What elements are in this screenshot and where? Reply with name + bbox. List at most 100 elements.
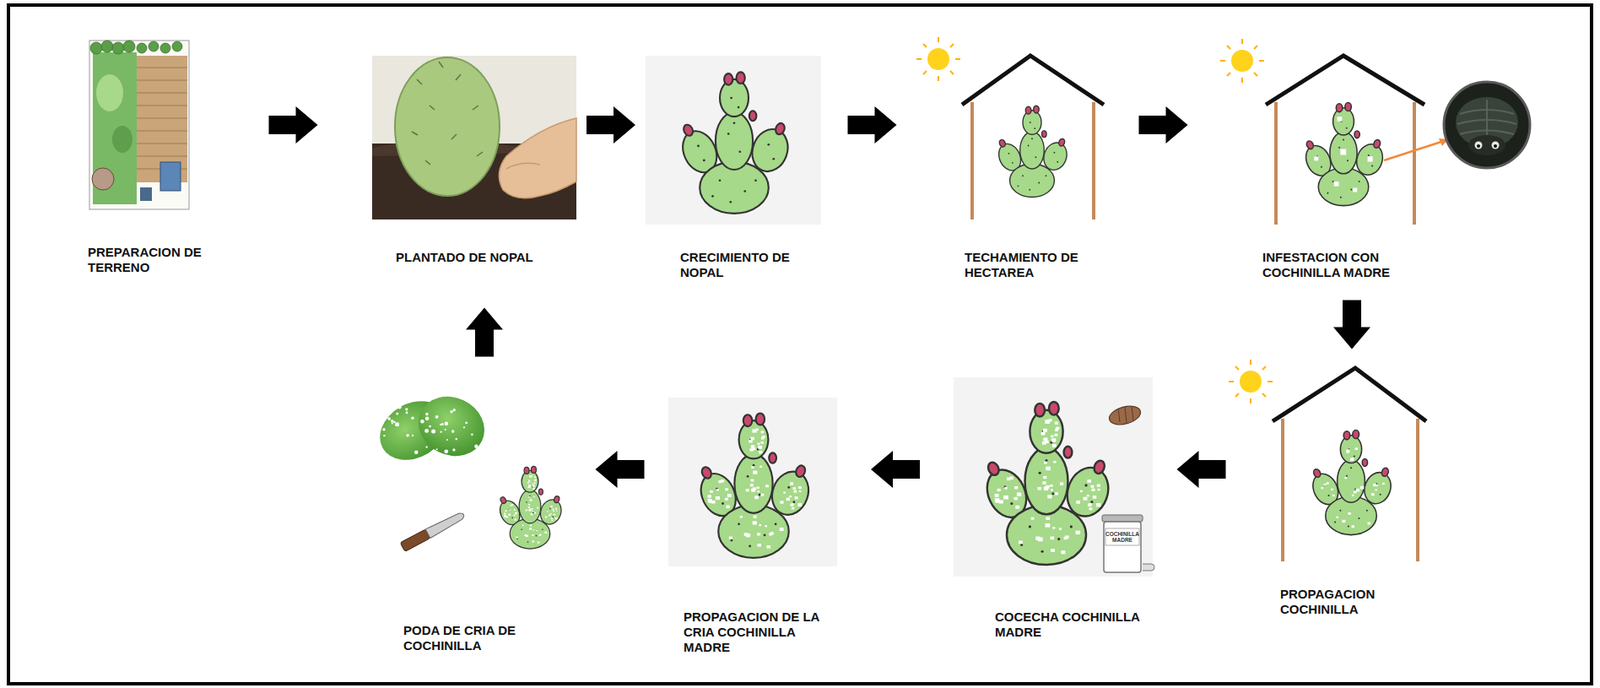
breeding-cactus-part xyxy=(694,412,815,557)
roofed-cactus-part xyxy=(1091,102,1096,220)
jar-label: COCHINILLA MADRE xyxy=(1103,530,1141,543)
infested-cactus-part xyxy=(1476,144,1481,148)
garden-plan-part-part xyxy=(123,40,136,53)
infested-cactus-part xyxy=(1220,38,1265,83)
pruning-part-part xyxy=(431,429,436,434)
propagating-cactus-part-part xyxy=(1262,393,1266,397)
process-step: PODA DE CRIA DE COCHINILLA xyxy=(377,397,572,655)
pruning xyxy=(369,385,565,552)
garden-plan-part xyxy=(160,162,181,191)
garden-plan-part xyxy=(96,74,124,112)
propagating-cactus-part-part xyxy=(1249,398,1252,404)
pruning-part xyxy=(503,475,558,544)
roofed-cactus xyxy=(916,37,1104,220)
planting-photo-part xyxy=(411,61,483,165)
pruning-part-part xyxy=(455,437,459,441)
infested-cactus-part xyxy=(1491,141,1500,150)
harvest-cactus-part xyxy=(979,401,1115,565)
roofed-cactus-part-part xyxy=(937,75,940,82)
planting-photo-part xyxy=(506,162,541,169)
infested-cactus xyxy=(1220,38,1530,225)
pruning-part-part xyxy=(453,408,456,411)
flow-arrow xyxy=(848,106,898,144)
step-label: TECHAMIENTO DE HECTAREA xyxy=(964,249,1100,281)
pruning-part-part xyxy=(440,431,443,433)
garden-plan-part-part xyxy=(160,43,171,54)
pruning-part-part xyxy=(405,433,409,437)
garden-plan-part xyxy=(140,187,152,201)
planting-photo xyxy=(372,55,577,220)
pruning-part-part xyxy=(446,438,449,441)
garden-plan-part-part xyxy=(172,41,183,52)
harvest-cactus-part xyxy=(1102,514,1143,522)
step-label: INFESTACION CON COCHINILLA MADRE xyxy=(1262,249,1423,281)
pruning-part-part xyxy=(410,416,415,421)
pruning-part-part xyxy=(395,412,399,416)
pruning-part xyxy=(382,405,478,455)
harvest-cactus-part-part xyxy=(1124,406,1127,423)
infested-cactus-part-part xyxy=(1227,72,1231,76)
pruning-part-part xyxy=(428,425,432,428)
breeding-cactus-part xyxy=(708,428,803,549)
pruning-part xyxy=(408,385,494,466)
infested-cactus-part xyxy=(1468,135,1506,156)
propagating-cactus-part xyxy=(1308,430,1395,536)
infested-cactus-part-part xyxy=(1254,45,1258,49)
garden-plan-part-part xyxy=(112,42,125,55)
roofed-cactus-part-part xyxy=(950,70,954,75)
pruning-part-part xyxy=(383,434,385,437)
pruning-part-part xyxy=(449,410,453,413)
pruning-part-part xyxy=(405,407,408,411)
pruning-part-part xyxy=(382,427,385,431)
process-step: INFESTACION CON COCHINILLA MADRE xyxy=(1224,40,1429,282)
pruning-part xyxy=(400,509,466,552)
process-step: PREPARACION DE TERRENO xyxy=(87,40,215,277)
pruning-part-part xyxy=(444,421,449,426)
pruning-part-part xyxy=(441,422,444,426)
infested-cactus-part-part xyxy=(1254,72,1258,76)
harvest-cactus-part xyxy=(1103,521,1141,573)
harvest-cactus-part xyxy=(953,377,1153,577)
step-label: CRECIMIENTO DE NOPAL xyxy=(680,249,816,281)
pruning-part-part xyxy=(436,448,438,450)
step-label: PROPAGACION DE LA CRIA COCHINILLA MADRE xyxy=(683,609,828,655)
infested-cactus-part xyxy=(1301,102,1387,206)
pruning-part-part xyxy=(400,529,431,552)
propagating-cactus-part-part xyxy=(1235,366,1239,370)
infested-cactus-part xyxy=(1443,81,1530,168)
harvest-cactus-part xyxy=(1107,402,1143,428)
pruning-part-part xyxy=(387,416,391,421)
pruning-part-part xyxy=(394,421,400,427)
propagating-cactus-part-part xyxy=(1235,393,1239,397)
infested-cactus-part-part xyxy=(1241,38,1244,44)
infested-cactus-part-part xyxy=(1486,99,1488,140)
garden-plan-part-part xyxy=(136,43,147,54)
garden-plan-part xyxy=(90,40,183,55)
process-step: PROPAGACION COCHINILLA xyxy=(1234,367,1429,619)
flow-arrow xyxy=(1139,106,1189,144)
pruning-part-part xyxy=(390,419,394,422)
pruning-part-part xyxy=(397,405,402,410)
infested-cactus-part xyxy=(1383,140,1447,161)
process-step: PROPAGACION DE LA CRIA COCHINILLA MADRE xyxy=(668,397,838,657)
garden-plan-part-part xyxy=(136,143,188,145)
pruning-part-part xyxy=(424,428,429,433)
garden-plan-part xyxy=(91,167,114,190)
flow-arrow xyxy=(1333,300,1371,350)
pruning-part-part xyxy=(474,444,478,449)
pruning-part-part xyxy=(451,429,455,433)
garden-plan-part xyxy=(136,67,188,169)
flow-arrow xyxy=(586,106,636,144)
garden-plan-part-part xyxy=(148,41,159,52)
cactus-growth-part xyxy=(675,71,794,213)
garden-plan-part-part xyxy=(136,67,188,69)
infested-cactus-part-part xyxy=(1220,59,1226,62)
roofed-cactus-part-part xyxy=(923,43,927,48)
infested-cactus-part xyxy=(1457,99,1517,140)
process-step: COCECHA COCHINILLA MADRE xyxy=(953,377,1168,642)
garden-plan-part-part xyxy=(101,40,114,53)
propagating-cactus-part xyxy=(1272,367,1427,422)
pruning-part-part xyxy=(470,433,473,436)
pruning-part-part xyxy=(420,419,425,424)
